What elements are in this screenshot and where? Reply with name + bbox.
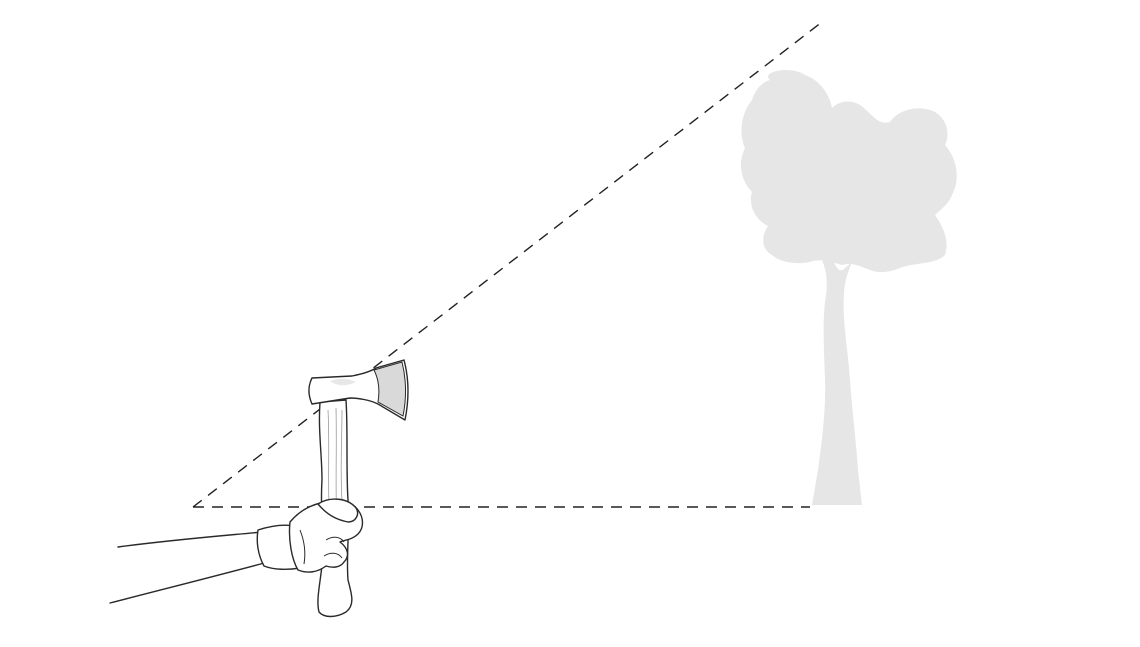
tree-canopy xyxy=(740,70,957,273)
arm-upper-line xyxy=(117,531,263,548)
arm-lower-line xyxy=(109,561,269,604)
tree-silhouette-icon xyxy=(740,70,957,505)
arm-lines xyxy=(109,531,269,604)
glove-thumb xyxy=(317,498,359,523)
axe-blade-edge xyxy=(373,361,406,417)
sightline-to-top-dashed-line xyxy=(192,21,823,508)
axe-head-highlight xyxy=(330,378,356,386)
gloved-hand-icon xyxy=(256,498,364,573)
axe-icon xyxy=(308,359,409,618)
sight-lines xyxy=(192,21,823,508)
tree-trunk xyxy=(812,258,862,505)
glove-finger-lines xyxy=(299,529,345,565)
